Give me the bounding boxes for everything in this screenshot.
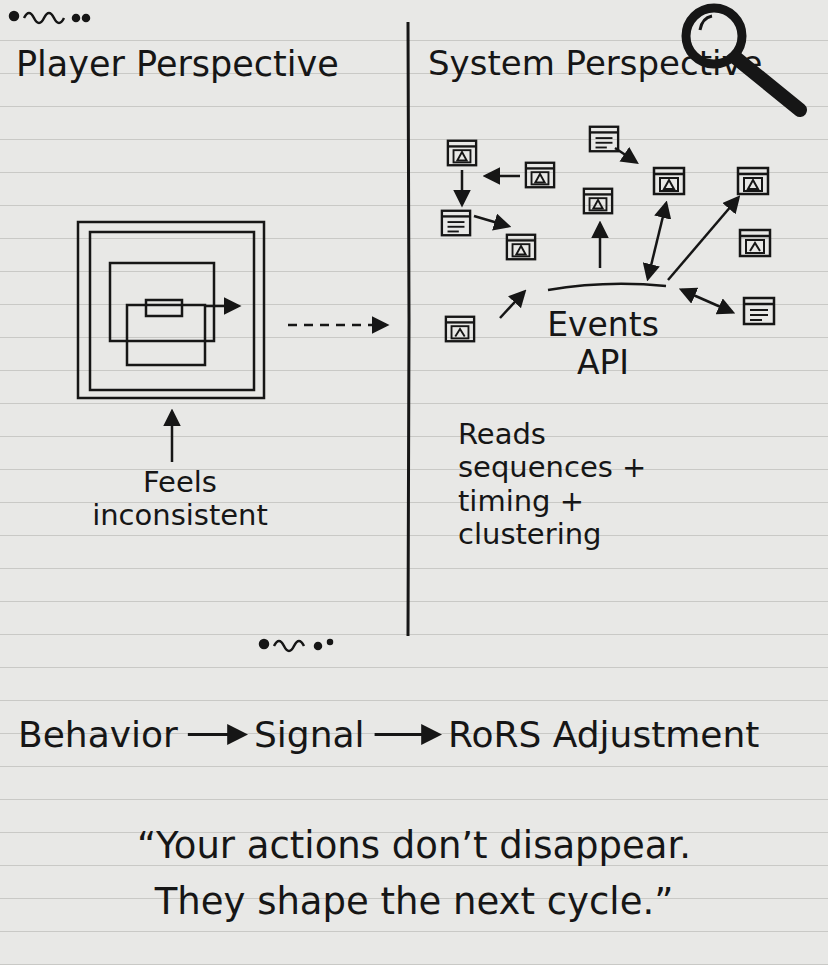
quote-caption: “Your actions don’t disappear. They shap… <box>104 818 724 929</box>
note-text: Feels inconsistent <box>60 466 300 533</box>
panel-heading: System Perspective <box>428 44 824 83</box>
flow-step: Signal <box>250 712 369 757</box>
flow-arrow <box>188 733 244 736</box>
panel-heading: Player Perspective <box>16 44 396 84</box>
api-label: Events API <box>528 306 678 382</box>
note-text: Reads sequences + timing + clustering <box>458 418 673 551</box>
step-text: Behavior <box>18 714 178 755</box>
step-text: RoRS Adjustment <box>448 714 759 755</box>
flow-step: Behavior <box>14 712 182 757</box>
flow-step: RoRS Adjustment <box>444 712 763 757</box>
step-text: Signal <box>254 714 365 755</box>
flow-arrow <box>375 733 438 736</box>
